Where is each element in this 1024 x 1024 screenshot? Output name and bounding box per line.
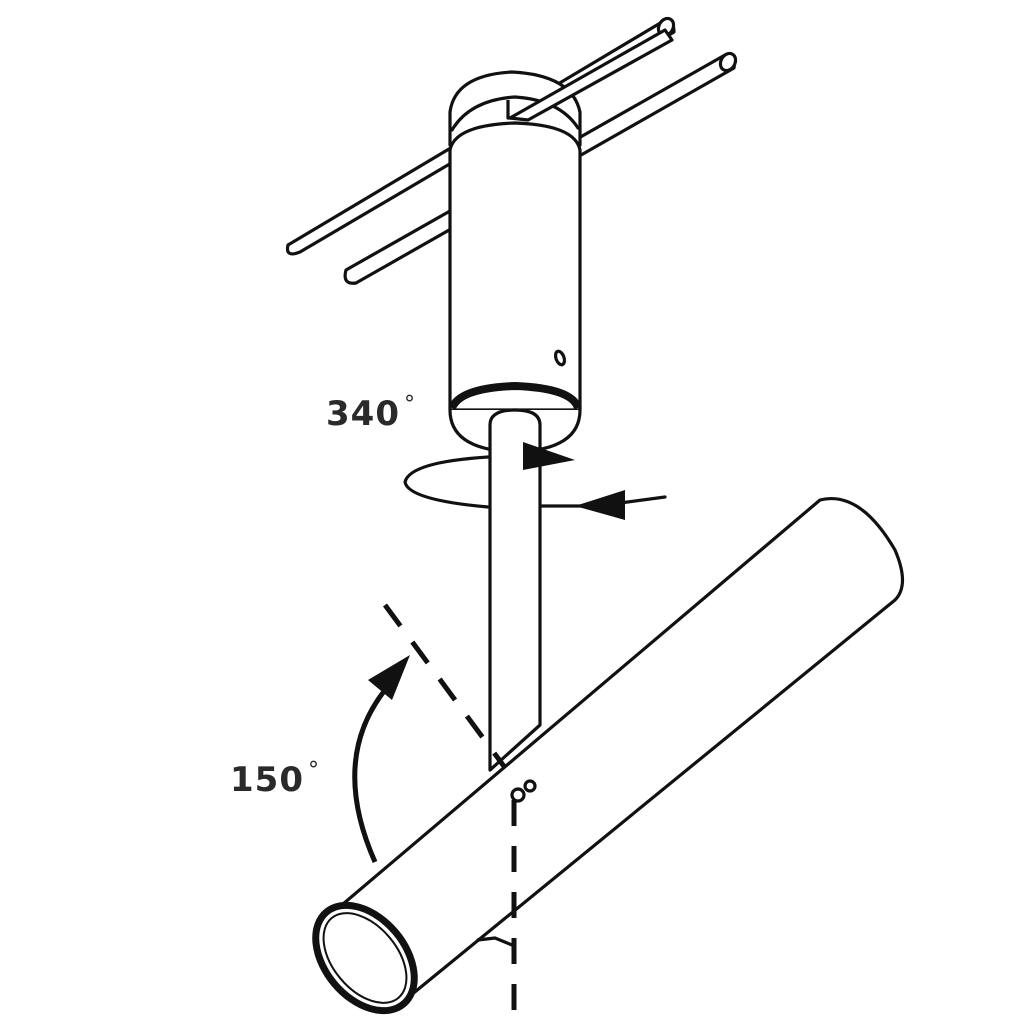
rotation-degree-symbol: ° bbox=[403, 392, 416, 417]
lamp-tube bbox=[312, 497, 905, 1015]
tilt-degree-symbol: ° bbox=[307, 758, 320, 783]
tilt-angle-value: 150 bbox=[230, 760, 304, 800]
adapter-canopy bbox=[448, 28, 674, 454]
rotation-angle-label: 340° bbox=[326, 392, 416, 434]
tilt-reference-dash bbox=[382, 603, 523, 790]
rotation-arrow-icon bbox=[403, 442, 667, 520]
tilt-angle-label: 150° bbox=[230, 758, 320, 800]
rotation-angle-value: 340 bbox=[326, 394, 400, 434]
tilt-arc-arrow-icon bbox=[352, 655, 410, 864]
stem-rod bbox=[488, 408, 542, 772]
pivot-joint bbox=[510, 779, 537, 803]
